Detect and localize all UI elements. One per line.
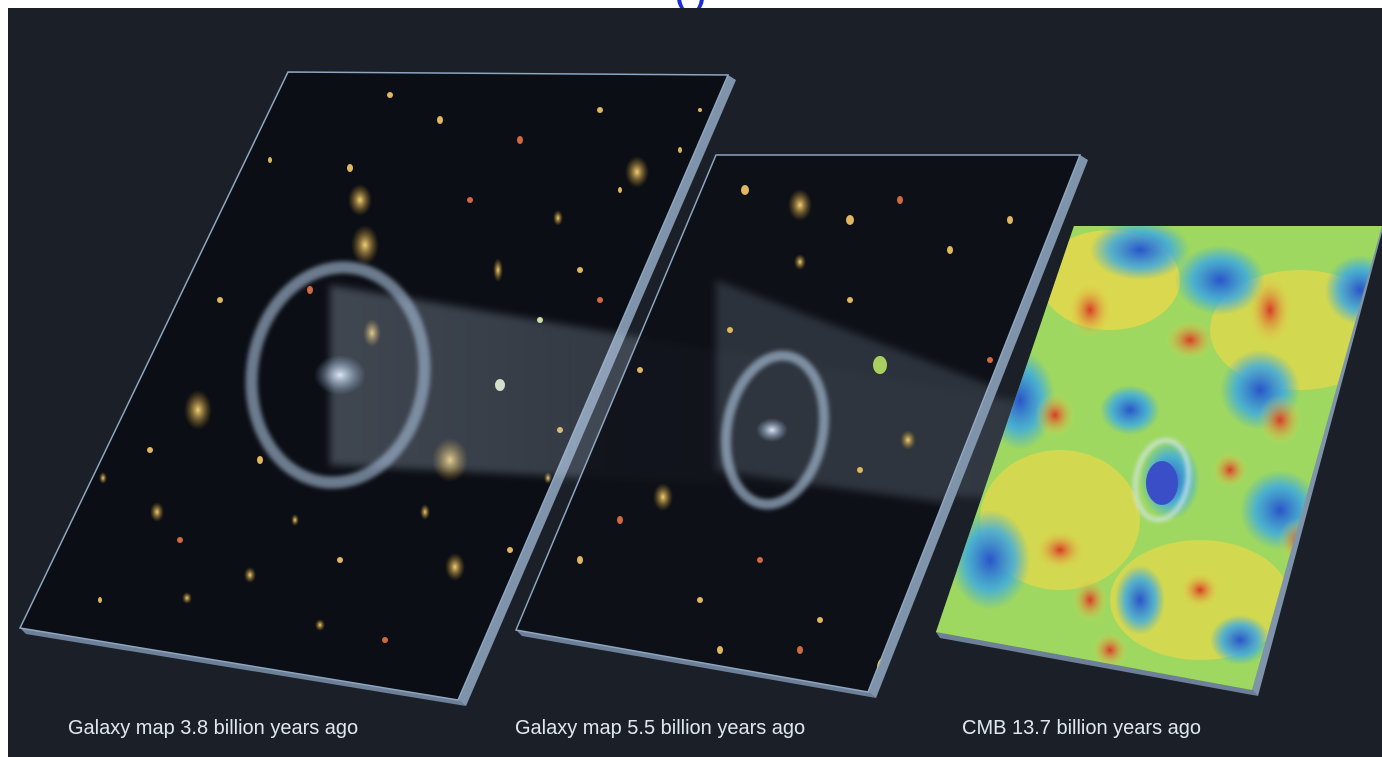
partial-title: ( ) xyxy=(0,0,1382,12)
cmb-plane xyxy=(936,226,1382,696)
caption-cmb: CMB 13.7 billion years ago xyxy=(962,717,1202,739)
cmb-temperature-field xyxy=(936,226,1382,690)
map1-ring-marker xyxy=(245,261,431,489)
caption-galaxy-map-5-5: Galaxy map 5.5 billion years ago xyxy=(515,717,806,739)
cmb-ring-marker xyxy=(1133,438,1191,522)
galaxy-map-5-5-plane xyxy=(514,154,1088,698)
caption-galaxy-map-3-8: Galaxy map 3.8 billion years ago xyxy=(68,717,359,739)
map2-ring-marker xyxy=(720,350,830,510)
